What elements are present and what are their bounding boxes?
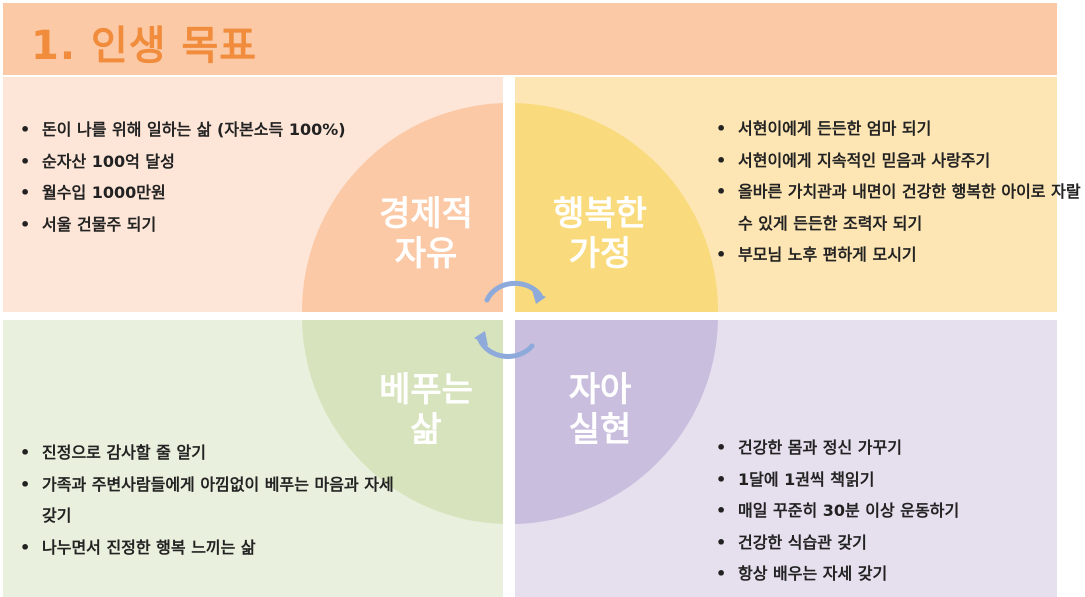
list-item: 서현이에게 지속적인 믿음과 사랑주기 <box>712 145 1082 177</box>
list-item: 건강한 몸과 정신 가꾸기 <box>712 432 1082 464</box>
list-item: 건강한 식습관 갖기 <box>712 527 1082 559</box>
label-self: 자아 실현 <box>568 370 632 450</box>
self-goals-list: 건강한 몸과 정신 가꾸기 1달에 1권씩 책읽기 매일 꾸준히 30분 이상 … <box>712 432 1082 590</box>
label-family: 행복한 가정 <box>553 194 647 274</box>
list-item: 매일 꾸준히 30분 이상 운동하기 <box>712 495 1082 527</box>
list-item: 돈이 나를 위해 일하는 삶 (자본소득 100%) <box>16 114 436 146</box>
list-item: 올바른 가치관과 내면이 건강한 행복한 아이로 자랄수 있게 든든한 조력자 … <box>712 176 1082 239</box>
economic-goals-list: 돈이 나를 위해 일하는 삶 (자본소득 100%) 순자산 100억 달성 월… <box>16 114 436 240</box>
list-item: 월수입 1000만원 <box>16 177 436 209</box>
list-item: 서울 건물주 되기 <box>16 209 436 241</box>
list-item: 부모님 노후 편하게 모시기 <box>712 239 1082 271</box>
title-bar: 1. 인생 목표 <box>3 3 1057 75</box>
list-item: 항상 배우는 자세 갖기 <box>712 558 1082 590</box>
list-item: 순자산 100억 달성 <box>16 146 436 178</box>
list-item: 1달에 1권씩 책읽기 <box>712 464 1082 496</box>
list-item: 가족과 주변사람들에게 아낌없이 베푸는 마음과 자세 갖기 <box>16 469 396 532</box>
list-item: 서현이에게 든든한 엄마 되기 <box>712 113 1082 145</box>
family-goals-list: 서현이에게 든든한 엄마 되기 서현이에게 지속적인 믿음과 사랑주기 올바른 … <box>712 113 1082 271</box>
list-item: 나누면서 진정한 행복 느끼는 삶 <box>16 532 396 564</box>
label-giving: 베푸는 삶 <box>379 370 473 450</box>
list-item: 진정으로 감사할 줄 알기 <box>16 437 396 469</box>
giving-goals-list: 진정으로 감사할 줄 알기 가족과 주변사람들에게 아낌없이 베푸는 마음과 자… <box>16 437 396 563</box>
page-title: 1. 인생 목표 <box>31 23 258 69</box>
